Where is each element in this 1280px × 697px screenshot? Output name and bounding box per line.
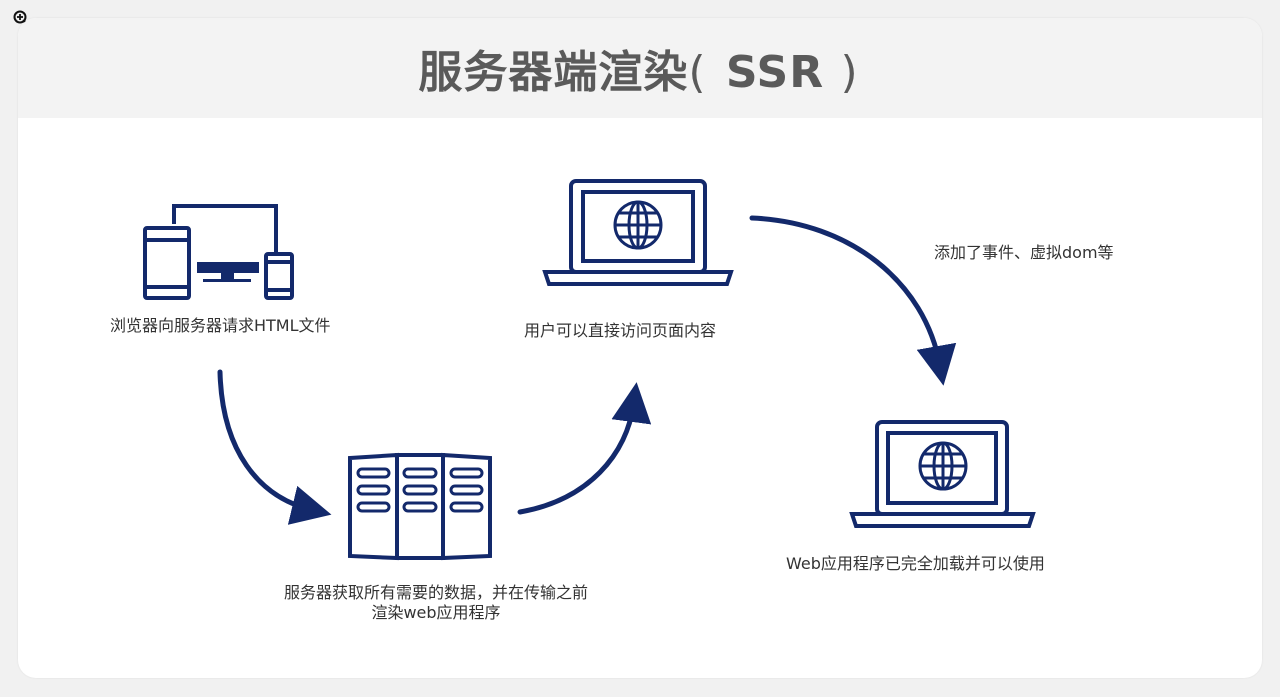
label-events-added: 添加了事件、虚拟dom等 xyxy=(934,243,1114,262)
laptop-globe-icon xyxy=(542,179,734,286)
arrow-server-to-user xyxy=(517,382,652,515)
title-paren-close: ) xyxy=(840,47,862,98)
title-band xyxy=(18,18,1262,118)
arrow-browser-to-server xyxy=(217,369,332,525)
label-user-access: 用户可以直接访问页面内容 xyxy=(524,321,717,340)
devices-icon xyxy=(143,204,294,300)
slide-card: 服务器端渲染( SSR ) xyxy=(18,18,1262,678)
label-server-render: 服务器获取所有需要的数据，并在传输之前 渲染web应用程序 xyxy=(226,583,646,623)
label-server-render-line2: 渲染web应用程序 xyxy=(371,603,501,622)
title-abbr: SSR xyxy=(725,47,825,98)
slide-title: 服务器端渲染( SSR ) xyxy=(18,36,1262,100)
title-paren-open: ( xyxy=(688,47,710,98)
label-app-loaded: Web应用程序已完全加载并可以使用 xyxy=(786,554,1045,573)
label-browser-request: 浏览器向服务器请求HTML文件 xyxy=(110,316,331,335)
title-main: 服务器端渲染 xyxy=(418,47,689,98)
label-server-render-line1: 服务器获取所有需要的数据，并在传输之前 xyxy=(283,583,588,602)
arrow-user-to-app xyxy=(749,215,957,386)
server-rack-icon xyxy=(348,452,492,561)
laptop-globe-icon xyxy=(849,420,1036,528)
